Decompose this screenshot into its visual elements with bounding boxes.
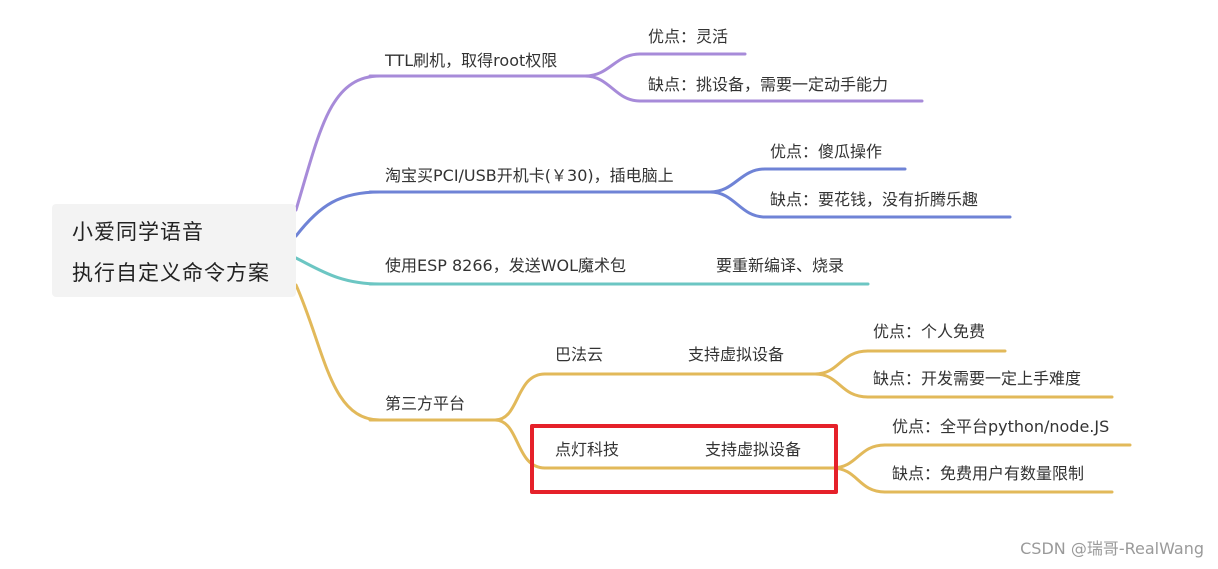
- node-diandeng-con: 缺点：免费用户有数量限制: [892, 464, 1085, 483]
- node-esp-note: 要重新编译、烧录: [716, 256, 845, 275]
- node-bafa: 巴法云: [555, 345, 604, 364]
- root-title-line2: 执行自定义命令方案: [72, 261, 270, 285]
- node-third-party: 第三方平台: [385, 394, 466, 413]
- node-pci: 淘宝买PCI/USB开机卡(￥30)，插电脑上: [385, 166, 674, 185]
- root-to-third-curve: [294, 283, 382, 422]
- root-title-line1: 小爱同学语音: [72, 220, 204, 244]
- node-bafa-pro: 优点：个人免费: [873, 322, 986, 341]
- node-bafa-con: 缺点：开发需要一定上手难度: [873, 369, 1082, 388]
- root-to-esp-curve: [294, 256, 382, 286]
- branch-pci-connectors: [294, 167, 1012, 238]
- node-pci-con: 缺点：要花钱，没有折腾乐趣: [770, 190, 979, 209]
- highlight-box: [530, 424, 838, 494]
- node-ttl-pro: 优点：灵活: [648, 27, 729, 46]
- ttl-to-pro-curve: [583, 52, 642, 78]
- branch-esp-connectors: [294, 256, 870, 286]
- third-to-bafa-curve: [493, 372, 547, 422]
- node-ttl-con: 缺点：挑设备，需要一定动手能力: [648, 75, 889, 94]
- branch-ttl-connectors: [294, 52, 924, 212]
- pci-to-pro-curve: [708, 167, 767, 194]
- node-diandeng-sub: 支持虚拟设备: [705, 440, 802, 459]
- diandeng-to-pro-curve: [830, 443, 887, 470]
- node-esp: 使用ESP 8266，发送WOL魔术包: [385, 256, 627, 275]
- node-diandeng: 点灯科技: [555, 440, 620, 459]
- bafa-to-con-curve: [813, 372, 870, 399]
- root-node: [52, 204, 296, 297]
- third-to-diandeng-curve: [493, 418, 547, 470]
- diandeng-to-con-curve: [830, 466, 887, 494]
- ttl-to-con-curve: [583, 74, 642, 103]
- bafa-to-pro-curve: [813, 349, 870, 376]
- branch-third-connectors: [294, 283, 1132, 494]
- node-ttl: TTL刷机，取得root权限: [385, 51, 558, 70]
- root-to-ttl-curve: [294, 74, 382, 212]
- node-pci-pro: 优点：傻瓜操作: [770, 142, 883, 161]
- node-diandeng-pro: 优点：全平台python/node.JS: [892, 417, 1110, 436]
- pci-to-con-curve: [708, 190, 767, 219]
- watermark: CSDN @瑞哥-RealWang: [1020, 539, 1204, 558]
- root-to-pci-curve: [294, 190, 382, 238]
- node-bafa-sub: 支持虚拟设备: [688, 345, 785, 364]
